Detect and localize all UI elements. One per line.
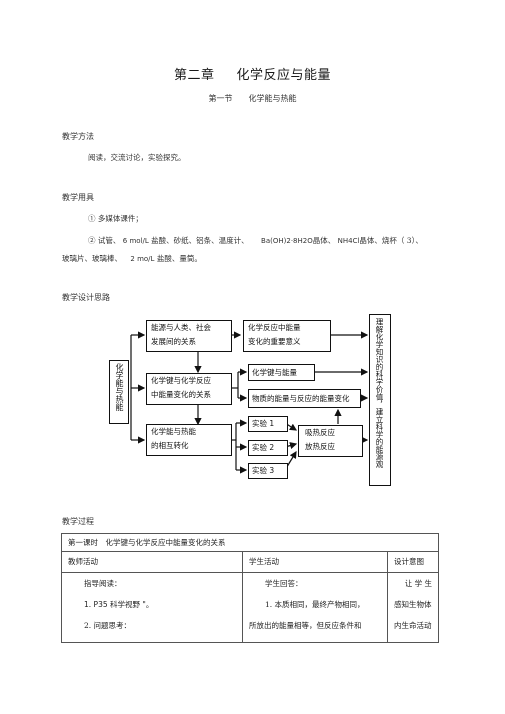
lesson-title: 第一课时 化学键与化学反应中能量变化的关系 <box>61 533 439 552</box>
cell-student: 学生回答： 1. 本质相同，最终产物相同， 所放出的能量相等，但反应条件和 <box>242 572 388 643</box>
section-title: 第一节化学能与热能 <box>208 94 297 103</box>
cell-intent: 让 学 生 感知生物体 内生命活动 <box>387 572 439 643</box>
box-exo-endo: 吸热反应 放热反应 <box>298 425 363 457</box>
header-intent: 设计意图 <box>387 551 439 573</box>
box-bond-and-energy: 化学键与能量 <box>248 364 315 381</box>
table-row: 指导阅读： 1. P35 科学视野 "。 2. 问题思考： 学生回答： 1. 本… <box>61 572 439 643</box>
header-student: 学生活动 <box>242 551 388 573</box>
methods-text: 阅读，交流讨论，实验探究。 <box>88 153 186 162</box>
box-meaning: 化学反应中能量 变化的重要意义 <box>243 320 331 352</box>
design-heading: 教学设计思路 <box>62 293 110 302</box>
box-scientific-value: 理解化学知识的科学价值，建立科学的能源观 <box>369 314 391 486</box>
table-header-row: 教师活动 学生活动 设计意图 <box>61 551 439 573</box>
cell-teacher: 指导阅读： 1. P35 科学视野 "。 2. 问题思考： <box>61 572 243 643</box>
materials-item-1: ① 多媒体课件； <box>88 214 143 223</box>
materials-item-2: ② 试管、 6 mol/L 盐酸、砂纸、铝条、温度计、 Ba(OH)2·8H2O… <box>88 236 423 245</box>
methods-heading: 教学方法 <box>62 132 94 141</box>
box-exp-1: 实验 1 <box>248 416 288 432</box>
box-exp-2: 实验 2 <box>248 440 288 456</box>
box-bond-reaction: 化学键与化学反应 中能量变化的关系 <box>146 373 232 405</box>
box-exp-3: 实验 3 <box>248 463 288 479</box>
materials-heading: 教学用具 <box>62 193 94 202</box>
box-chem-heat: 化学能与热能 <box>109 360 129 424</box>
box-society: 能源与人类、社会 发展间的关系 <box>146 320 232 352</box>
box-matter-energy: 物质的能量与反应的能量变化 <box>248 389 361 408</box>
process-heading: 教学过程 <box>62 517 94 526</box>
table-row: 第一课时 化学键与化学反应中能量变化的关系 <box>61 533 439 552</box>
header-teacher: 教师活动 <box>61 551 243 573</box>
box-convert: 化学能与热能 的相互转化 <box>146 424 232 456</box>
materials-item-3: 玻璃片、玻璃棒、 2 mo/L 盐酸、量筒。 <box>62 254 202 263</box>
lesson-table: 第一课时 化学键与化学反应中能量变化的关系 教师活动 学生活动 设计意图 指导阅… <box>61 533 439 643</box>
page-title: 第二章化学反应与能量 <box>173 68 332 83</box>
